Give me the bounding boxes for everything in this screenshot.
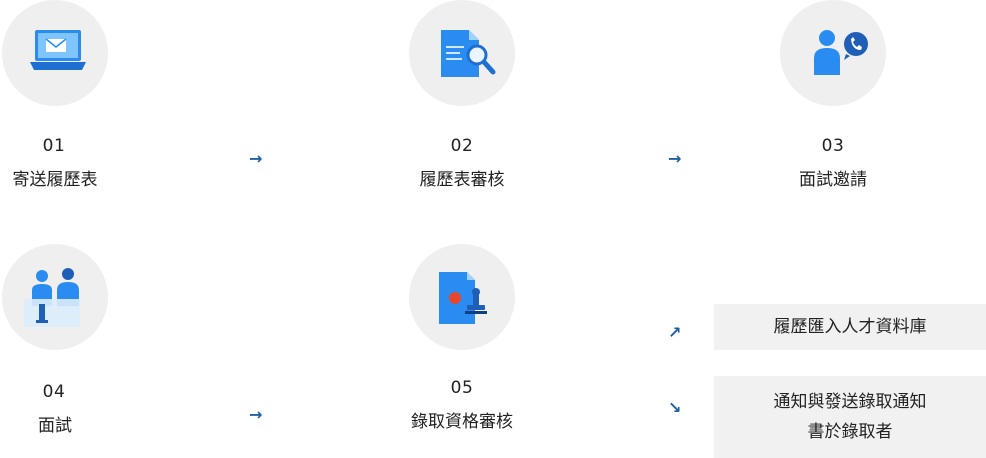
outcome-offer-notification-line1: 通知與發送錄取通知 bbox=[773, 392, 927, 412]
outcome-offer-notification: 通知與發送錄取通知 書於錄取者 bbox=[714, 376, 986, 458]
step-03-circle bbox=[780, 0, 886, 106]
person-phone-icon bbox=[814, 30, 868, 75]
arrow-right-1: → bbox=[249, 149, 263, 168]
outcome-talent-database: 履歷匯入人才資料庫 bbox=[714, 304, 986, 350]
step-05-circle bbox=[409, 244, 515, 350]
outcome-offer-notification-line2: 書於錄取者 bbox=[807, 422, 893, 442]
step-01-number: 01 bbox=[42, 136, 66, 156]
step-03-label: 面試邀請 bbox=[799, 170, 867, 190]
step-05-number: 05 bbox=[450, 378, 474, 398]
document-search-icon bbox=[441, 30, 496, 77]
step-01-label: 寄送履歷表 bbox=[12, 170, 98, 190]
arrow-down-right: ↘ bbox=[668, 398, 682, 417]
step-02-number: 02 bbox=[450, 136, 474, 156]
step-04-number: 04 bbox=[42, 382, 66, 402]
arrow-up-right: ↗ bbox=[668, 323, 682, 342]
step-03-number: 03 bbox=[821, 136, 845, 156]
outcome-talent-database-label: 履歷匯入人才資料庫 bbox=[773, 317, 927, 337]
document-stamp-icon bbox=[439, 272, 487, 324]
arrow-right-3: → bbox=[249, 405, 263, 424]
step-02-circle bbox=[409, 0, 515, 106]
step-04-label: 面試 bbox=[38, 416, 72, 436]
step-02-label: 履歷表審核 bbox=[419, 170, 505, 190]
step-05-label: 錄取資格審核 bbox=[411, 412, 513, 432]
step-04-circle bbox=[2, 244, 108, 350]
interview-people-icon bbox=[24, 268, 80, 327]
arrow-right-2: → bbox=[668, 149, 682, 168]
step-01-circle bbox=[2, 0, 108, 106]
laptop-mail-icon bbox=[30, 30, 86, 70]
